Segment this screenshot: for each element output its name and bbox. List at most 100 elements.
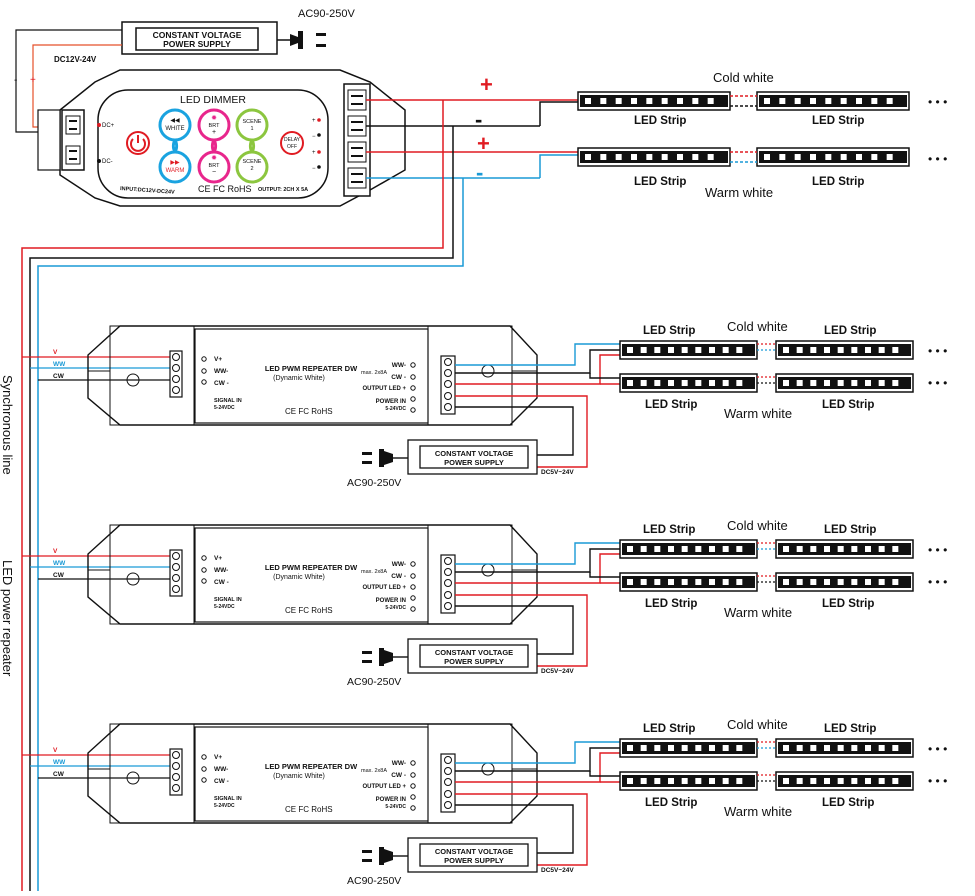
repeater-subtitle: (Dynamic White) xyxy=(273,574,325,581)
continuation-dots: • • • xyxy=(928,344,947,358)
brt-down-label: BRT xyxy=(209,163,221,169)
led-strip xyxy=(619,738,758,758)
input-ww-label: WW xyxy=(53,361,66,368)
repeater-subtitle: (Dynamic White) xyxy=(273,773,325,780)
led-chip xyxy=(654,745,661,751)
led-chip xyxy=(654,347,661,353)
led-chip xyxy=(764,98,770,104)
led-chip xyxy=(783,546,789,552)
led-strip xyxy=(775,572,914,592)
top-psu-line1: CONSTANT VOLTAGE xyxy=(153,30,242,40)
top-strip-label-3: LED Strip xyxy=(634,176,686,188)
led-chip xyxy=(709,579,715,585)
big-minus-2: - xyxy=(476,160,483,185)
led-chip xyxy=(824,347,830,353)
led-chip xyxy=(810,347,817,353)
led-chip xyxy=(681,380,688,386)
led-chip xyxy=(695,546,702,552)
scene-button[interactable] xyxy=(235,108,269,184)
strip-label: LED Strip xyxy=(824,723,876,735)
led-chip xyxy=(695,347,702,353)
input-terminal xyxy=(169,350,183,398)
dimmer-dc-plus: DC+ xyxy=(102,123,115,129)
led-chip xyxy=(654,778,661,784)
led-chip xyxy=(627,778,633,784)
led-chip xyxy=(681,347,688,353)
repeater-housing xyxy=(87,325,538,426)
cold-white-label: Cold white xyxy=(727,319,788,334)
led-chip xyxy=(668,778,674,784)
led-chip xyxy=(892,579,899,585)
dc-minus-sign: - xyxy=(14,75,17,86)
led-chip xyxy=(627,579,633,585)
led-chip xyxy=(709,347,715,353)
led-chip xyxy=(856,98,862,104)
input-v-label: V xyxy=(53,548,58,555)
led-chip xyxy=(722,546,729,552)
psu-dc-label: DC5V~24V xyxy=(541,867,574,874)
brightness-button[interactable] xyxy=(197,108,231,184)
top-ac-label: AC90-250V xyxy=(298,8,356,20)
led-chip xyxy=(600,98,607,104)
led-chip xyxy=(878,347,885,353)
led-chip xyxy=(615,98,622,104)
led-strip xyxy=(619,771,758,791)
led-chip xyxy=(825,98,832,104)
led-strip xyxy=(775,738,914,758)
output-led-label: OUTPUT LED + xyxy=(362,784,406,790)
power-volt-label: 5-24VDC xyxy=(385,406,406,412)
led-chip xyxy=(837,347,844,353)
led-chip xyxy=(824,745,830,751)
warm-white-label: Warm white xyxy=(724,605,792,620)
led-chip xyxy=(878,579,885,585)
led-chip xyxy=(709,546,715,552)
led-chip xyxy=(837,546,844,552)
led-strip xyxy=(619,572,758,592)
led-chip xyxy=(681,778,688,784)
led-chip xyxy=(865,778,871,784)
white-warm-button[interactable] xyxy=(158,108,192,184)
ww-minus-label: WW- xyxy=(214,567,228,574)
svg-text:◀◀: ◀◀ xyxy=(170,118,180,124)
led-chip xyxy=(654,546,661,552)
led-chip xyxy=(892,380,899,386)
led-chip xyxy=(837,380,844,386)
dimmer-output-text: OUTPUT: 2CH X 5A xyxy=(258,187,308,193)
led-chip xyxy=(615,154,622,160)
led-chip xyxy=(627,745,633,751)
led-chip xyxy=(764,154,770,160)
delay-off-button[interactable] xyxy=(280,131,304,155)
top-strips: Cold white LED Strip LED Strip • • • LED… xyxy=(577,70,947,200)
v-plus-label: V+ xyxy=(214,754,222,761)
led-chip xyxy=(837,778,844,784)
dc-plus-sign: + xyxy=(30,75,36,86)
svg-text:▶▶: ▶▶ xyxy=(170,160,180,166)
repeater-title: LED PWM REPEATER DW xyxy=(265,364,358,373)
led-chip xyxy=(736,745,743,751)
led-chip xyxy=(695,778,702,784)
led-chip xyxy=(865,546,871,552)
led-strip xyxy=(619,340,758,360)
synchronous-line-label: Synchronous line xyxy=(0,375,15,475)
led-chip xyxy=(851,380,858,386)
dimmer-cert: CE FC RoHS xyxy=(198,184,252,194)
strip-label: LED Strip xyxy=(643,524,695,536)
led-chip xyxy=(779,98,786,104)
repeater-subtitle: (Dynamic White) xyxy=(273,375,325,382)
input-cw-label: CW xyxy=(53,771,65,778)
scene1-number: 1 xyxy=(250,126,253,132)
led-chip xyxy=(668,347,674,353)
psu-line1: CONSTANT VOLTAGE xyxy=(435,648,513,657)
led-chip xyxy=(837,579,844,585)
top-dots-1: • • • xyxy=(928,95,947,109)
big-minus-1: - xyxy=(475,107,482,132)
led-chip xyxy=(654,579,661,585)
off-label: OFF xyxy=(287,144,297,150)
led-chip xyxy=(783,347,789,353)
strip-label: LED Strip xyxy=(822,797,874,809)
continuation-dots: • • • xyxy=(928,742,947,756)
power-in-label: POWER IN xyxy=(376,797,406,803)
strip-label: LED Strip xyxy=(824,524,876,536)
led-chip xyxy=(892,347,899,353)
